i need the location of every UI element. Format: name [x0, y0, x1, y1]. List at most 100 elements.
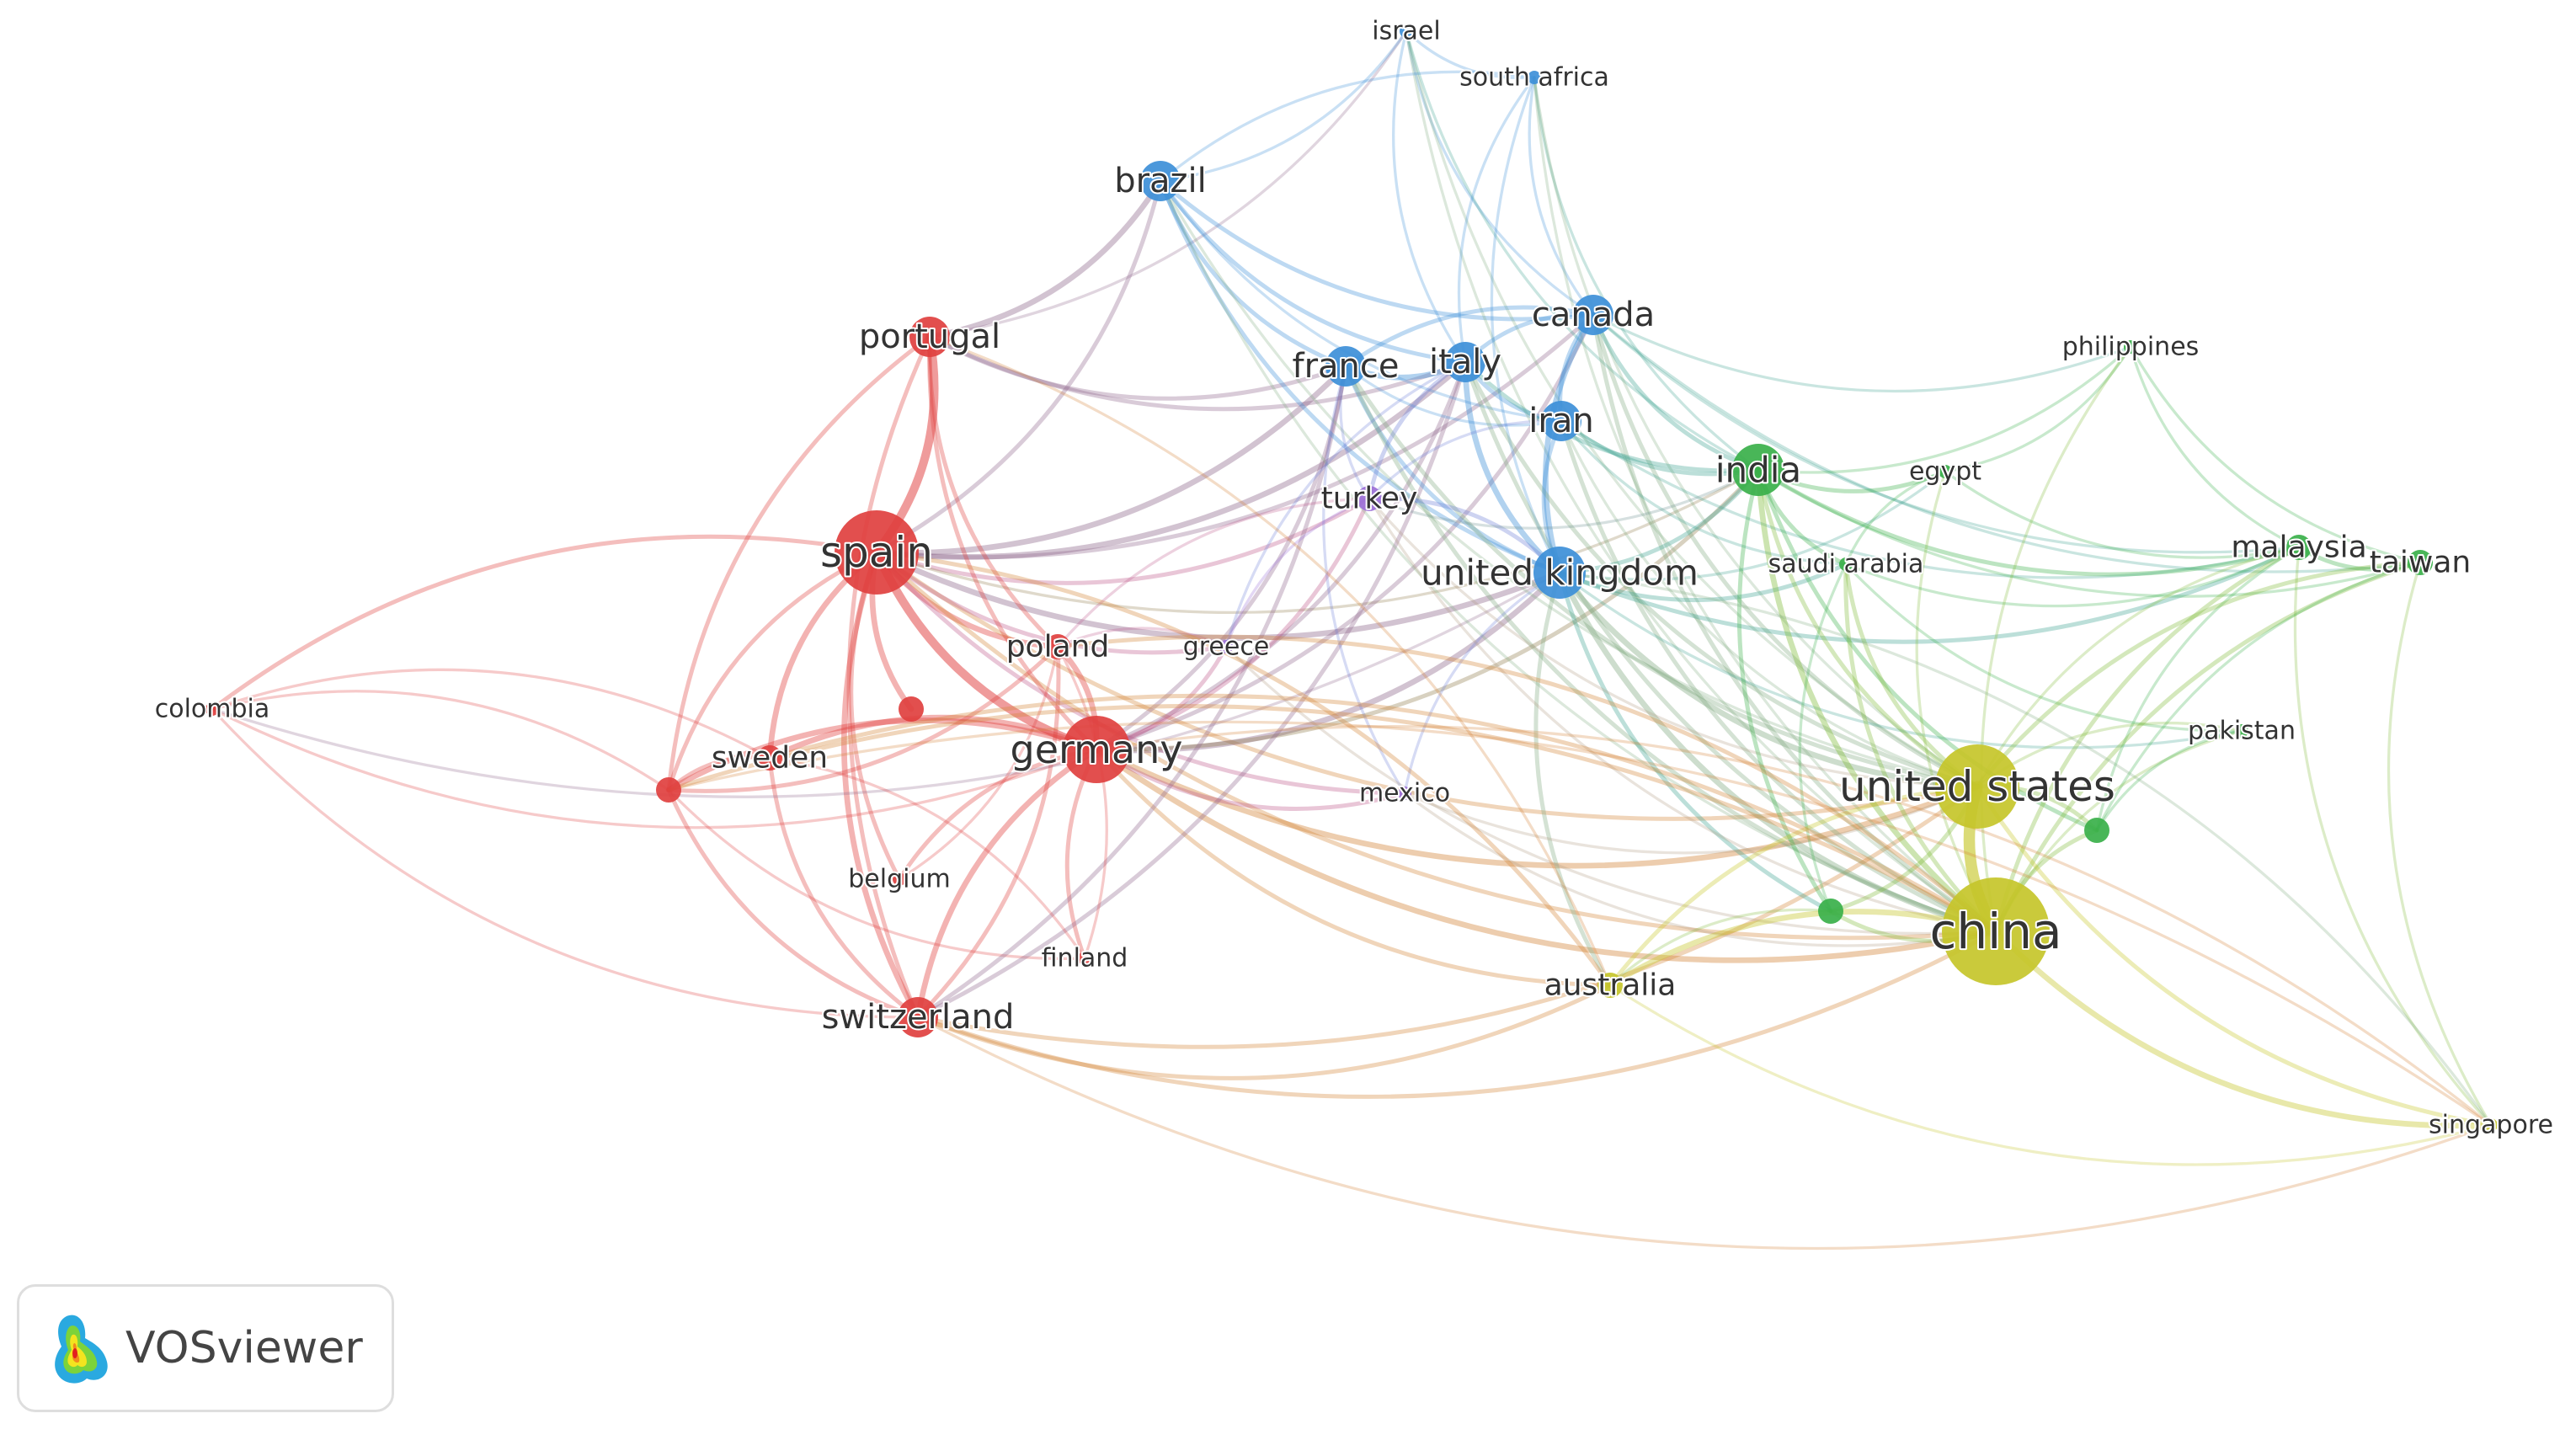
node-portugal[interactable]	[909, 317, 950, 357]
node-germany[interactable]	[1063, 716, 1130, 783]
label-china[interactable]: china	[1928, 901, 2063, 962]
link-turkey-india	[1368, 468, 1760, 530]
node-italy[interactable]	[1445, 342, 1485, 382]
link-portugal-poland	[927, 334, 1060, 649]
node-layer	[205, 24, 2498, 1132]
label-pakistan[interactable]: pakistan	[2186, 715, 2297, 748]
node-red-unlabeled-2[interactable]	[656, 777, 681, 803]
node-iran[interactable]	[1541, 401, 1581, 441]
label-portugal[interactable]: portugal	[857, 316, 1002, 358]
label-saudi-arabia[interactable]: saudi arabia	[1767, 548, 1926, 581]
node-red-unlabeled-1[interactable]	[899, 696, 924, 722]
label-belgium[interactable]: belgium	[846, 863, 952, 896]
node-poland[interactable]	[1045, 634, 1070, 659]
node-sweden[interactable]	[757, 745, 782, 771]
node-colombia[interactable]	[205, 702, 219, 716]
node-canada[interactable]	[1573, 295, 1613, 335]
link-singapore-germany	[1095, 724, 2493, 1127]
link-south-africa-brazil	[1159, 70, 1536, 183]
link-philippines-taiwan	[2129, 345, 2422, 564]
label-israel[interactable]: israel	[1370, 15, 1442, 48]
node-brazil[interactable]	[1140, 161, 1181, 201]
link-saudi-arabia-green-unlabeled-1	[1798, 563, 1848, 913]
link-germany-united-states	[1093, 746, 1981, 869]
label-south-africa[interactable]: south africa	[1458, 61, 1611, 94]
label-turkey[interactable]: turkey	[1320, 480, 1420, 518]
node-singapore[interactable]	[2484, 1118, 2498, 1132]
label-india[interactable]: india	[1714, 448, 1803, 493]
link-italy-united-states	[1463, 360, 1980, 789]
link-italy-greece	[1224, 360, 1467, 648]
label-spain[interactable]: spain	[819, 526, 935, 579]
node-malaysia[interactable]	[2286, 535, 2312, 560]
label-egypt[interactable]: egypt	[1907, 456, 1983, 488]
link-greece-poland	[1056, 627, 1228, 648]
node-mexico[interactable]	[1398, 787, 1411, 800]
link-spain-colombia	[210, 534, 879, 712]
label-canada[interactable]: canada	[1530, 294, 1656, 336]
node-france[interactable]	[1325, 346, 1366, 387]
link-portugal-germany	[927, 334, 1099, 752]
label-taiwan[interactable]: taiwan	[2368, 544, 2473, 582]
link-malaysia-united-states	[1976, 546, 2301, 788]
node-united-states[interactable]	[1935, 744, 2019, 829]
node-philippines[interactable]	[2124, 340, 2137, 354]
link-spain-belgium	[849, 550, 902, 882]
node-greece[interactable]	[1219, 640, 1233, 653]
label-united-kingdom[interactable]: united kingdom	[1419, 551, 1700, 595]
node-green-unlabeled-2[interactable]	[2084, 818, 2109, 843]
link-switzerland-poland	[915, 644, 1061, 1020]
link-brazil-united-states	[1159, 179, 1979, 788]
node-china[interactable]	[1942, 877, 2050, 985]
node-taiwan[interactable]	[2408, 550, 2433, 575]
link-china-red-unlabeled-2	[666, 703, 1998, 934]
link-spain-turkey	[874, 496, 1372, 585]
node-india[interactable]	[1732, 444, 1784, 496]
link-layer	[210, 29, 2494, 1251]
label-switzerland[interactable]: switzerland	[820, 996, 1016, 1038]
node-belgium[interactable]	[893, 872, 906, 886]
node-saudi-arabia[interactable]	[1839, 557, 1853, 571]
label-australia[interactable]: australia	[1543, 967, 1678, 1005]
label-sweden[interactable]: sweden	[710, 739, 829, 777]
link-canada-china	[1591, 312, 1998, 934]
link-india-green-unlabeled-1	[1736, 467, 1833, 914]
node-green-unlabeled-1[interactable]	[1818, 899, 1843, 924]
node-spain[interactable]	[835, 510, 919, 595]
label-brazil[interactable]: brazil	[1112, 160, 1208, 202]
label-united-states[interactable]: united states	[1837, 760, 2117, 813]
link-philippines-china	[1980, 345, 2132, 933]
label-france[interactable]: france	[1291, 345, 1401, 387]
node-united-kingdom[interactable]	[1533, 547, 1586, 599]
label-poland[interactable]: poland	[1005, 628, 1112, 666]
label-greece[interactable]: greece	[1181, 631, 1272, 664]
node-egypt[interactable]	[1939, 465, 1952, 478]
link-spain-switzerland	[840, 549, 921, 1021]
node-turkey[interactable]	[1357, 486, 1382, 511]
label-finland[interactable]: finland	[1040, 942, 1130, 975]
link-brazil-canada	[1158, 179, 1596, 322]
label-philippines[interactable]: philippines	[2061, 331, 2201, 364]
link-brazil-israel	[1159, 29, 1408, 183]
node-israel[interactable]	[1400, 24, 1413, 38]
link-united-kingdom-australia	[1533, 570, 1613, 988]
link-israel-italy	[1392, 29, 1467, 364]
label-colombia[interactable]: colombia	[153, 693, 272, 726]
node-pakistan[interactable]	[2235, 724, 2248, 738]
label-germany[interactable]: germany	[1009, 725, 1185, 774]
node-south-africa[interactable]	[1528, 71, 1541, 84]
label-italy[interactable]: italy	[1427, 341, 1503, 383]
link-portugal-brazil	[926, 178, 1164, 340]
label-singapore[interactable]: singapore	[2427, 1109, 2555, 1142]
label-mexico[interactable]: mexico	[1357, 777, 1452, 810]
node-switzerland[interactable]	[898, 997, 938, 1037]
node-australia[interactable]	[1597, 973, 1623, 998]
link-china-singapore	[1992, 928, 2494, 1129]
label-malaysia[interactable]: malaysia	[2229, 529, 2368, 567]
link-israel-canada	[1405, 29, 1595, 317]
link-france-united-kingdom	[1343, 364, 1562, 575]
label-iran[interactable]: iran	[1527, 400, 1595, 442]
node-finland[interactable]	[1078, 952, 1091, 965]
